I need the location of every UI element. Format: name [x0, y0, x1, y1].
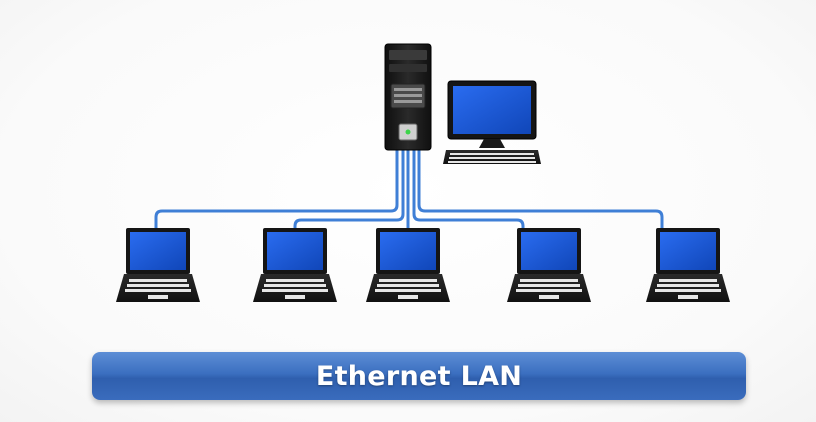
cable-laptop-1 — [154, 148, 399, 230]
cable-group — [154, 148, 664, 230]
laptop-icon — [646, 228, 730, 302]
laptop-icon — [366, 228, 450, 302]
desktop-monitor-icon — [447, 80, 537, 148]
server-tower-icon — [384, 43, 432, 151]
laptop-icon — [253, 228, 337, 302]
cable-laptop-4 — [412, 148, 525, 230]
keyboard-icon — [443, 150, 541, 164]
laptop-icon — [507, 228, 591, 302]
laptop-icon — [116, 228, 200, 302]
banner-label: Ethernet LAN — [315, 360, 523, 392]
cable-laptop-5 — [417, 148, 664, 230]
cable-laptop-2 — [293, 148, 405, 230]
ethernet-lan-banner: Ethernet LAN — [92, 352, 746, 400]
